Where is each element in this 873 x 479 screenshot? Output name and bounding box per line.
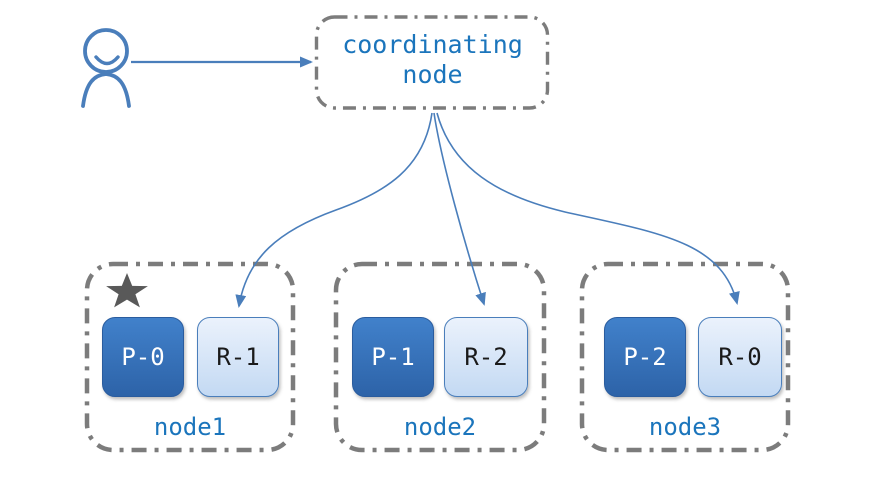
person-icon [81,28,131,108]
node3-border [579,261,791,453]
arrow-coordinating-to-r2 [433,112,486,306]
coordinating-node-label: coordinating node [342,30,523,89]
coordinating-node-border [314,15,550,110]
arrow-coordinating-to-r0 [436,112,740,305]
node2-label: node2 [403,413,477,441]
master-star-icon [106,273,148,308]
shard-replica-0: R-0 [698,317,782,397]
node3-label: node3 [648,413,722,441]
shard-replica-1: R-1 [197,317,279,397]
node1-border [84,261,296,453]
shard-primary-1: P-1 [352,317,434,397]
shard-primary-0: P-0 [102,317,184,397]
arrow-coordinating-to-r1 [235,112,433,308]
node1-label: node1 [153,413,227,441]
node2-border [333,261,547,453]
shard-primary-2: P-2 [604,317,686,397]
shard-replica-2: R-2 [444,317,528,397]
